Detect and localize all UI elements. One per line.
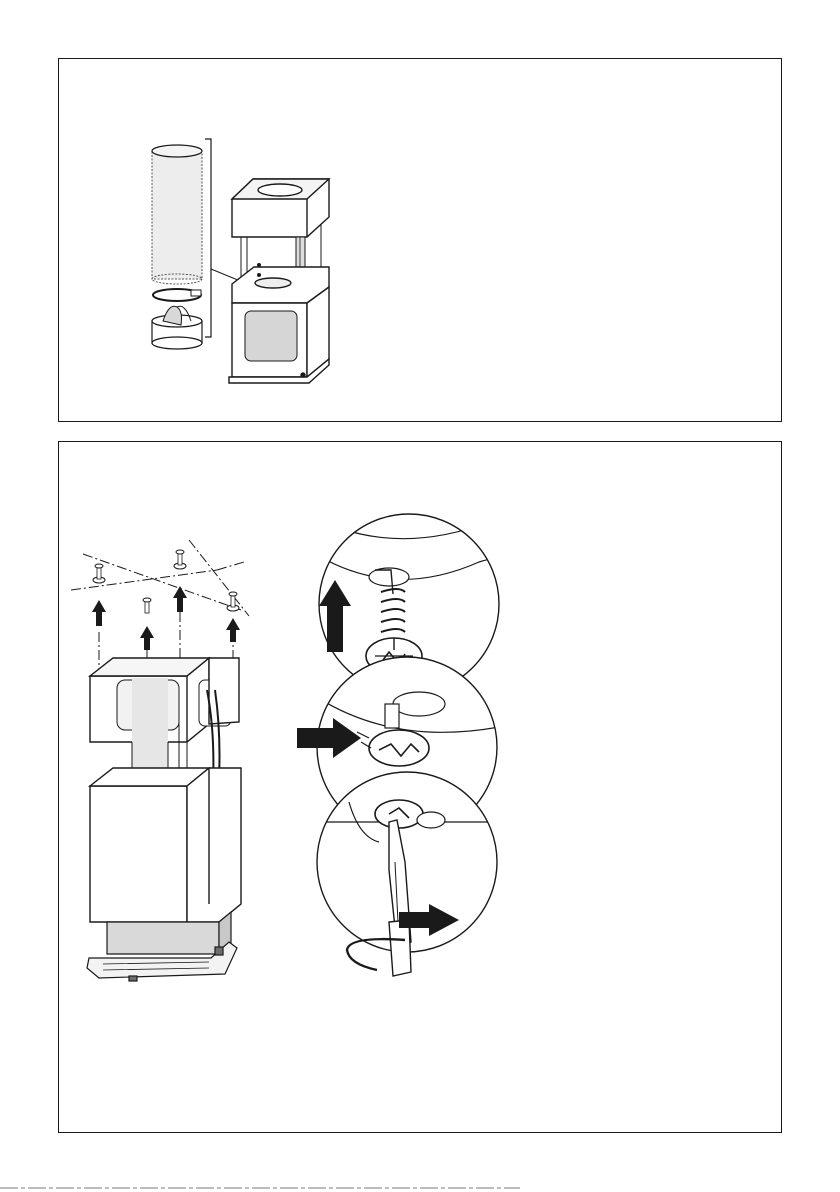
support-frame-icon	[229, 179, 329, 383]
lower-chimney-cover-icon	[90, 768, 241, 922]
hood-mounting-illustration-icon	[59, 442, 781, 1132]
grouping-bracket	[205, 139, 211, 337]
hood-body-icon	[87, 912, 237, 981]
flexible-duct-pipe-icon	[152, 145, 202, 284]
ceiling-screw-icon	[174, 550, 186, 569]
arrow-up-icon	[92, 586, 240, 650]
duct-components-illustration-icon	[59, 59, 781, 421]
non-return-valve-icon	[152, 306, 202, 349]
panel-hood-mounting	[58, 441, 782, 1133]
ceiling-screw-icon	[143, 598, 151, 613]
ceiling-screw-icon	[93, 564, 105, 583]
hose-clamp-icon	[153, 289, 201, 301]
footer-print-marks	[0, 1186, 520, 1190]
panel-duct-components	[58, 58, 782, 422]
